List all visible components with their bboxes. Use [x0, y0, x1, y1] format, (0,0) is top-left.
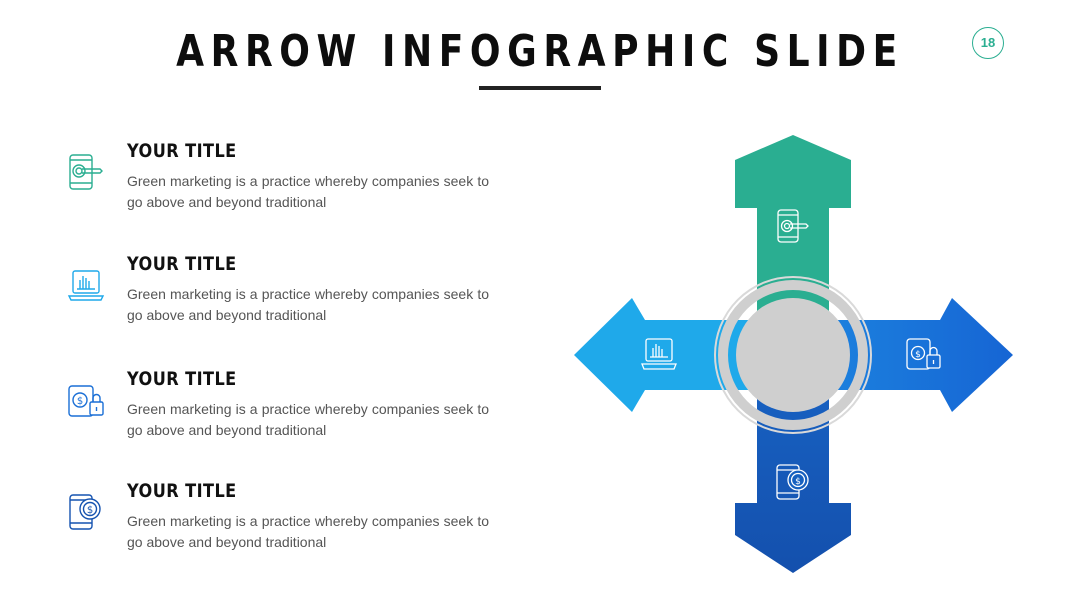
arrow-right — [790, 298, 1013, 412]
laptop-chart-icon — [641, 338, 677, 370]
phone-key-icon — [777, 209, 809, 243]
center-ring — [718, 280, 868, 430]
svg-text:$: $ — [915, 350, 921, 360]
svg-text:$: $ — [77, 396, 83, 407]
phone-key-icon — [69, 154, 103, 190]
title-underline — [479, 86, 601, 90]
item-text: Green marketing is a practice whereby co… — [127, 173, 489, 210]
laptop-chart-icon — [67, 270, 105, 301]
phone-dollar-icon: $ — [69, 494, 101, 530]
outer-ring — [714, 276, 872, 434]
arrow-up — [735, 135, 851, 355]
svg-text:$: $ — [87, 505, 93, 516]
item-title: YOUR TITLE — [127, 140, 237, 162]
arrow-down — [735, 360, 851, 573]
tablet-lock-icon: $ — [906, 338, 941, 370]
item-title: YOUR TITLE — [127, 480, 237, 502]
arrow-infographic: $ $ — [574, 135, 1013, 573]
arrow-left — [574, 298, 795, 412]
phone-dollar-icon: $ — [776, 464, 809, 500]
item-text: Green marketing is a practice whereby co… — [127, 513, 489, 550]
center-circle — [736, 298, 850, 412]
item-title: YOUR TITLE — [127, 368, 237, 390]
item-text: Green marketing is a practice whereby co… — [127, 286, 489, 323]
tablet-lock-icon: $ — [68, 385, 104, 417]
page-number-badge: 18 — [972, 27, 1004, 59]
item-text: Green marketing is a practice whereby co… — [127, 401, 489, 438]
item-title: YOUR TITLE — [127, 253, 237, 275]
svg-text:$: $ — [795, 477, 801, 487]
slide-title: ARROW INFOGRAPHIC SLIDE — [176, 26, 904, 77]
